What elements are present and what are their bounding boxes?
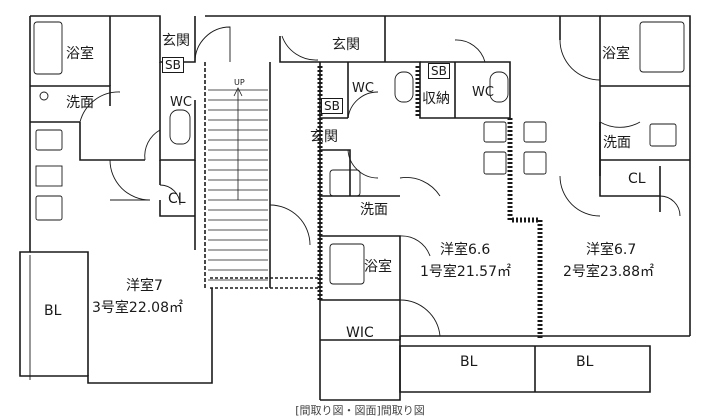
bathtub-right xyxy=(639,21,685,73)
room-label-wc-mid: WC xyxy=(352,81,374,96)
wall-cl-left xyxy=(159,200,195,217)
caption: [間取り図・図面]間取り図 xyxy=(295,404,425,417)
room-label-room2-area: 2号室23.88㎡ xyxy=(563,264,654,280)
room-label-bath-right: 浴室 xyxy=(602,46,630,62)
room-label-entrance-mid: 玄関 xyxy=(310,129,338,145)
toilet-mid xyxy=(394,71,414,103)
wall-right-outer xyxy=(600,15,691,336)
room-label-wic: WIC xyxy=(346,325,374,341)
room-label-wash-right: 洗面 xyxy=(603,135,631,151)
room-label-room2-name: 洋室6.7 xyxy=(586,242,637,258)
door-bath-mid xyxy=(399,235,431,257)
room-label-entrance-top: 玄関 xyxy=(332,37,360,53)
toilet-center xyxy=(489,71,509,103)
stair-treads xyxy=(208,89,268,281)
wash-basin-right xyxy=(649,123,677,147)
room-label-wc-center: WC xyxy=(472,85,494,100)
label-sb-mid: SB xyxy=(321,98,343,114)
kitchen-sink-left xyxy=(35,129,63,151)
door-room1 xyxy=(399,177,441,197)
room-label-room3-area: 3号室22.08㎡ xyxy=(92,300,183,316)
wall-wic-bottom-2 xyxy=(320,336,401,401)
stove-left-1 xyxy=(35,165,63,187)
toilet-left xyxy=(169,109,191,145)
sink-right xyxy=(523,151,547,175)
room-label-bath-mid: 浴室 xyxy=(364,259,392,275)
stove-mid xyxy=(483,121,507,143)
room-label-wash-left: 洗面 xyxy=(66,95,94,111)
bathtub-left xyxy=(33,21,63,75)
wall-wash-right xyxy=(599,122,660,197)
wall-wash-left-2 xyxy=(79,122,145,161)
stairs-up-label: UP xyxy=(234,78,245,87)
room-label-cl-left: CL xyxy=(168,191,186,207)
bathtub-mid xyxy=(329,243,365,285)
room-label-cl-right: CL xyxy=(628,171,646,187)
wall-entry-mid xyxy=(320,149,351,196)
door-cl-left xyxy=(159,184,181,206)
room-label-wash-mid: 洗面 xyxy=(360,202,388,218)
door-room2 xyxy=(559,175,601,217)
door-room3 xyxy=(109,159,151,201)
room-label-room1-area: 1号室21.57㎡ xyxy=(420,264,511,280)
door-wc-mid xyxy=(347,91,379,119)
door-wic xyxy=(399,299,441,337)
wall-wc-left xyxy=(159,62,196,161)
room-label-room1-name: 洋室6.6 xyxy=(440,242,491,258)
wall-left-outer xyxy=(19,16,213,384)
stove-left-2 xyxy=(35,195,63,221)
door-stair xyxy=(269,204,311,246)
balcony xyxy=(399,345,651,393)
label-bl-left: BL xyxy=(44,303,62,319)
door-storage xyxy=(454,39,486,63)
wall-left-balcony xyxy=(30,251,89,376)
room-label-room3-name: 洋室7 xyxy=(126,278,163,294)
wall-center-block xyxy=(420,61,511,118)
label-bl-right: BL xyxy=(576,354,594,370)
wall-shared xyxy=(507,118,543,340)
label-sb-center: SB xyxy=(428,63,450,79)
door-entrance-left xyxy=(194,26,231,63)
room-label-bath-left: 浴室 xyxy=(66,46,94,62)
door-entry-mid xyxy=(347,149,379,179)
door-entrance-top xyxy=(281,35,319,61)
stair-arrow-head xyxy=(233,87,243,97)
door-wash-right xyxy=(599,121,641,128)
room-label-entrance-left: 玄関 xyxy=(162,33,190,49)
room-label-wc-left: WC xyxy=(170,95,192,110)
label-sb-left: SB xyxy=(162,57,184,73)
door-entrance-right xyxy=(559,39,601,81)
room-label-storage: 収納 xyxy=(422,91,450,107)
wash-basin-left xyxy=(39,91,49,101)
door-cl-right xyxy=(659,195,681,217)
wash-basin-mid xyxy=(329,169,361,197)
stove-right xyxy=(523,121,547,143)
wall-entry-top xyxy=(279,36,320,63)
sink-mid xyxy=(483,151,507,175)
door-wash-left xyxy=(79,91,121,123)
door-wc-left xyxy=(144,129,161,161)
label-bl-center: BL xyxy=(460,354,478,370)
